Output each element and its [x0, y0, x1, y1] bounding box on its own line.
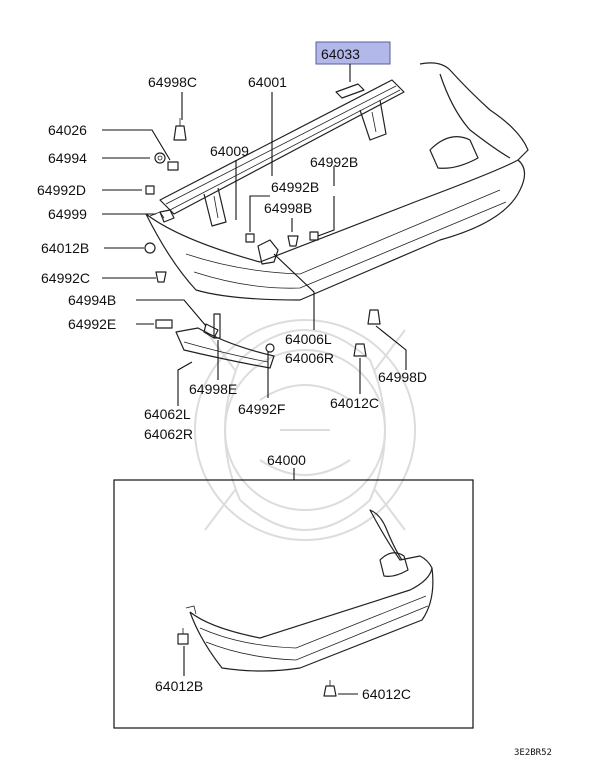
callout-64001[interactable]: 64001	[248, 74, 287, 90]
callout-64992B-top[interactable]: 64992B	[310, 154, 358, 170]
fastener-64992D	[145, 185, 155, 195]
callout-64994[interactable]: 64994	[48, 150, 87, 166]
callout-64998C[interactable]: 64998C	[148, 74, 197, 90]
fastener-64012B-bottom	[177, 628, 189, 645]
fastener-64998D	[367, 309, 381, 325]
fastener-64998E	[213, 313, 221, 339]
watermark-logo	[194, 319, 416, 541]
part-bumper-cover-top	[145, 62, 529, 301]
callout-64999[interactable]: 64999	[48, 206, 87, 222]
part-64000-bumper-assembly	[185, 509, 434, 672]
part-64006-bracket	[257, 239, 279, 265]
part-64001-reinforcement	[159, 79, 405, 227]
fastener-64012B-top	[144, 242, 156, 254]
fastener-64994	[154, 152, 166, 164]
callout-64992C[interactable]: 64992C	[41, 270, 90, 286]
callout-64006R[interactable]: 64006R	[285, 350, 334, 366]
fastener-64992B-mid	[309, 231, 319, 241]
fastener-64992E	[155, 319, 173, 329]
fastener-64992B-top	[245, 233, 255, 243]
callout-64992F[interactable]: 64992F	[238, 401, 285, 417]
callout-64012C-bottom[interactable]: 64012C	[362, 686, 411, 702]
leader-lines	[102, 92, 407, 480]
fastener-64026	[167, 161, 179, 171]
fastener-64999	[159, 209, 175, 223]
callout-64033-highlight[interactable]: 64033	[315, 41, 391, 65]
callout-64992E[interactable]: 64992E	[68, 316, 116, 332]
callout-64062R[interactable]: 64062R	[144, 426, 193, 442]
fastener-64998C	[173, 118, 187, 141]
assembly-box	[113, 479, 474, 729]
part-64062-skirt	[175, 327, 275, 369]
callout-64998D[interactable]: 64998D	[378, 369, 427, 385]
fastener-64012C-top	[353, 343, 367, 357]
fastener-64992C	[155, 271, 167, 283]
fastener-64992F	[265, 343, 275, 353]
callout-64994B[interactable]: 64994B	[68, 292, 116, 308]
callout-64006L[interactable]: 64006L	[285, 331, 332, 347]
callout-64012B-bottom[interactable]: 64012B	[155, 678, 203, 694]
callout-64009[interactable]: 64009	[210, 143, 249, 159]
callout-64998E[interactable]: 64998E	[189, 381, 237, 397]
callout-64062L[interactable]: 64062L	[144, 406, 191, 422]
callout-64000[interactable]: 64000	[267, 452, 306, 468]
callout-64992D[interactable]: 64992D	[37, 182, 86, 198]
diagram-code: 3E2BR52	[514, 748, 552, 758]
callout-64012C-top[interactable]: 64012C	[330, 395, 379, 411]
fastener-64998B	[287, 235, 299, 247]
callout-64033-label: 64033	[321, 46, 360, 62]
part-64033-pad	[335, 83, 365, 99]
callout-64992B-mid[interactable]: 64992B	[271, 179, 319, 195]
fastener-64012C-bottom	[323, 680, 337, 697]
callout-64026[interactable]: 64026	[48, 122, 87, 138]
callout-64012B-top[interactable]: 64012B	[41, 240, 89, 256]
callout-64998B[interactable]: 64998B	[264, 200, 312, 216]
